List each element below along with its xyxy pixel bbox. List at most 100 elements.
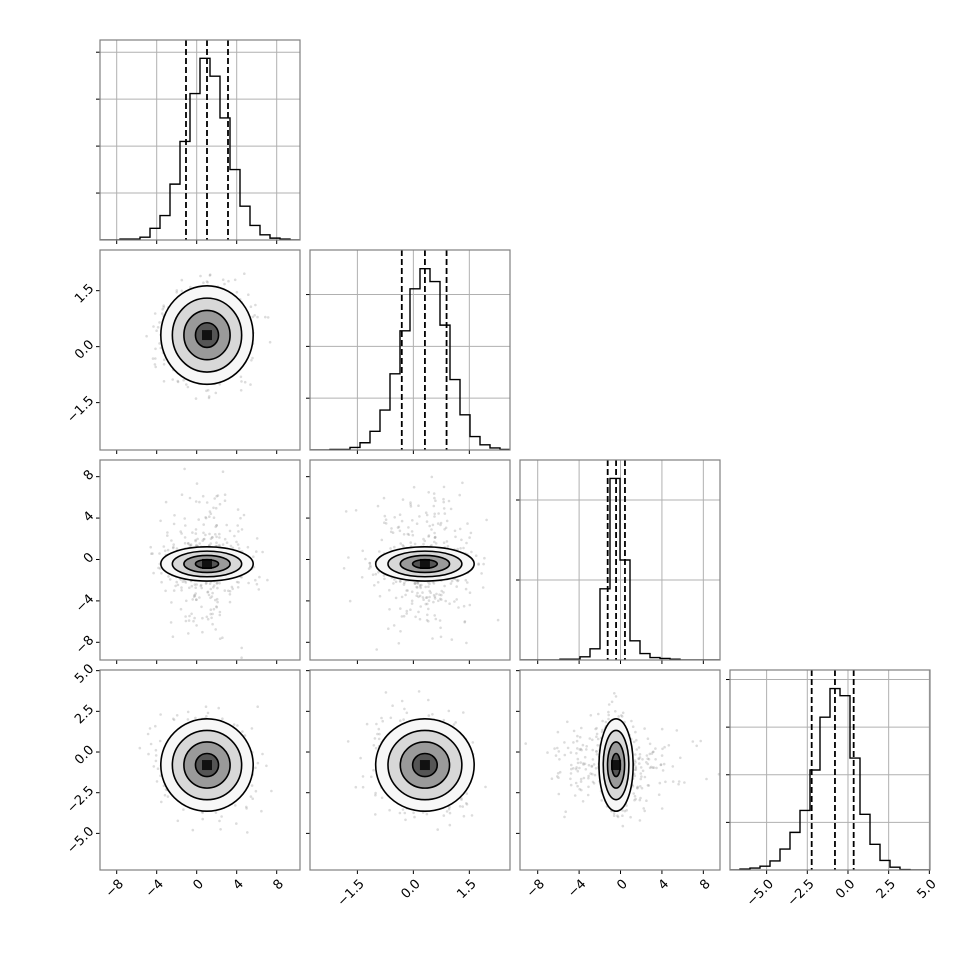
axes-frame: [99, 669, 301, 871]
scatter-point: [202, 523, 205, 526]
scatter-point: [175, 547, 179, 550]
scatter-point: [466, 581, 469, 584]
scatter-point: [152, 325, 155, 328]
scatter-point: [160, 580, 163, 584]
scatter-point: [448, 811, 452, 815]
scatter-point: [371, 573, 375, 576]
scatter-point: [432, 593, 436, 597]
scatter-point: [202, 531, 205, 535]
scatter-point: [159, 519, 162, 523]
scatter-point: [172, 589, 176, 592]
scatter-point: [399, 542, 403, 545]
scatter-point: [206, 711, 210, 715]
scatter-point: [427, 599, 431, 602]
scatter-point: [450, 579, 454, 583]
scatter-point: [557, 750, 561, 753]
scatter-point: [214, 506, 218, 510]
scatter-point: [440, 598, 443, 601]
scatter-point: [470, 814, 474, 817]
scatter-point: [211, 591, 214, 595]
scatter-point: [374, 793, 377, 797]
scatter-point: [423, 539, 427, 543]
scatter-point: [156, 326, 160, 329]
scatter-point: [209, 542, 213, 545]
scatter-point: [580, 726, 583, 730]
scatter-point: [188, 544, 192, 547]
scatter-point: [506, 742, 509, 745]
scatter-point: [578, 766, 581, 770]
scatter-point: [190, 612, 193, 616]
scatter-point: [376, 504, 380, 508]
scatter-point: [219, 828, 222, 831]
scatter-point: [150, 552, 153, 555]
scatter-point: [205, 715, 208, 718]
scatter-point: [218, 536, 221, 539]
scatter-point: [378, 594, 382, 598]
scatter-point: [161, 308, 164, 311]
scatter-point: [403, 581, 406, 585]
scatter-point: [468, 536, 471, 539]
scatter-point: [192, 595, 196, 598]
scatter-point: [641, 769, 645, 773]
x-tick-label: −1.5: [335, 877, 368, 910]
scatter-point: [160, 312, 164, 315]
histogram-bar: [240, 206, 250, 240]
scatter-point: [236, 508, 240, 511]
scatter-point: [204, 705, 208, 708]
scatter-point: [266, 316, 270, 319]
scatter-point: [427, 607, 430, 611]
scatter-point: [401, 544, 405, 547]
scatter-point: [422, 598, 425, 601]
scatter-point: [241, 730, 244, 733]
scatter-point: [188, 614, 191, 618]
scatter-point: [223, 282, 226, 286]
scatter-point: [145, 334, 148, 338]
scatter-point: [197, 518, 200, 521]
scatter-point: [438, 619, 442, 622]
scatter-point: [243, 380, 247, 384]
scatter-point: [196, 537, 199, 541]
scatter-point: [180, 586, 183, 589]
scatter-point: [189, 543, 193, 546]
scatter-point: [440, 593, 443, 597]
scatter-point: [582, 763, 585, 766]
scatter-point: [471, 741, 475, 744]
scatter-point: [465, 641, 468, 645]
scatter-point: [251, 356, 254, 360]
scatter-point: [175, 580, 178, 584]
scatter-point: [243, 734, 247, 737]
scatter-point: [590, 764, 594, 768]
scatter-point: [397, 642, 401, 645]
scatter-point: [401, 808, 405, 811]
scatter-point: [383, 577, 386, 581]
scatter-point: [247, 293, 250, 297]
scatter-point: [180, 532, 183, 535]
scatter-point: [392, 582, 395, 585]
contour-line: [374, 718, 475, 813]
scatter-point: [151, 357, 155, 360]
scatter-point: [240, 380, 243, 383]
y-tick-label: −2.5: [64, 783, 97, 816]
scatter-point: [398, 513, 402, 516]
scatter-point: [198, 542, 201, 545]
scatter-point: [455, 578, 458, 582]
scatter-point: [432, 600, 435, 604]
scatter-point: [443, 528, 446, 531]
scatter-point: [221, 717, 224, 720]
axes-frame: [519, 459, 721, 661]
scatter-point: [396, 526, 400, 529]
histogram-bar: [210, 76, 220, 240]
histogram-step-line: [310, 267, 510, 450]
scatter-point: [162, 380, 166, 383]
scatter-point: [221, 470, 225, 474]
scatter-point: [380, 716, 383, 720]
scatter-point: [439, 635, 443, 639]
scatter-point: [202, 281, 205, 285]
scatter-point: [418, 617, 422, 621]
scatter-point: [646, 762, 650, 766]
density-peak-cell: [202, 760, 212, 771]
scatter-point: [400, 519, 404, 523]
scatter-point: [400, 595, 404, 599]
scatter-point: [616, 814, 619, 817]
